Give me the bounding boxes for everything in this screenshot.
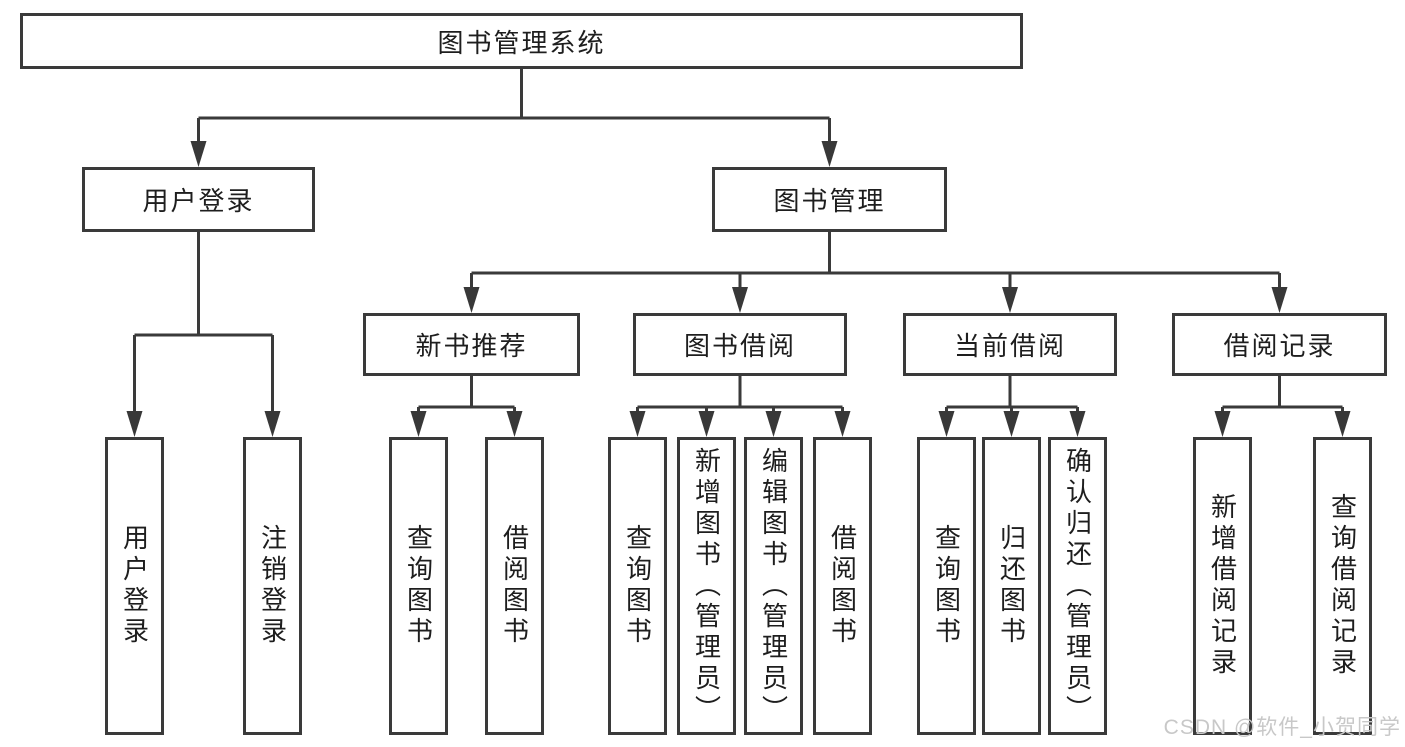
leaf-confirm-return-admin-label: 确认归还（管理员）	[1062, 446, 1093, 726]
node-current-borrow: 当前借阅	[903, 313, 1117, 376]
leaf-borrow-books-2: 借阅图书	[813, 437, 872, 735]
node-user-login-label: 用户登录	[142, 186, 255, 216]
connector-current-borrow-to-leaves	[938, 376, 1086, 437]
leaf-query-books-1-label: 查询图书	[403, 524, 434, 648]
node-book-borrow: 图书借阅	[633, 313, 847, 376]
node-borrow-records-label: 借阅记录	[1223, 331, 1336, 361]
leaf-edit-book-admin-label: 编辑图书（管理员）	[758, 446, 789, 726]
node-book-management: 图书管理	[712, 167, 947, 232]
leaf-return-book: 归还图书	[982, 437, 1041, 735]
connector-book-borrow-to-leaves	[629, 376, 851, 437]
node-borrow-records: 借阅记录	[1172, 313, 1387, 376]
leaf-add-borrow-record-label: 新增借阅记录	[1207, 493, 1238, 679]
node-book-borrow-label: 图书借阅	[683, 331, 796, 361]
leaf-return-book-label: 归还图书	[996, 524, 1027, 648]
leaf-borrow-books-1: 借阅图书	[485, 437, 544, 735]
leaf-edit-book-admin: 编辑图书（管理员）	[744, 437, 803, 735]
leaf-logout: 注销登录	[243, 437, 302, 735]
connector-root-to-level2	[190, 69, 838, 167]
node-root-label: 图书管理系统	[437, 27, 606, 58]
connector-new-book-recommend-to-leaves	[410, 376, 523, 437]
leaf-logout-label: 注销登录	[257, 524, 288, 648]
leaf-add-book-admin: 新增图书（管理员）	[677, 437, 736, 735]
leaf-borrow-books-1-label: 借阅图书	[499, 524, 530, 648]
connector-book-management-to-level3	[463, 232, 1288, 313]
leaf-query-books-1: 查询图书	[389, 437, 448, 735]
node-current-borrow-label: 当前借阅	[953, 331, 1066, 361]
csdn-watermark: CSDN @软件_小贺同学	[1163, 716, 1401, 739]
leaf-query-books-3-label: 查询图书	[931, 524, 962, 648]
connector-user-login-to-leaves	[126, 232, 281, 437]
connector-borrow-records-to-leaves	[1214, 376, 1351, 437]
node-root: 图书管理系统	[20, 13, 1023, 69]
leaf-add-borrow-record: 新增借阅记录	[1193, 437, 1252, 735]
node-user-login: 用户登录	[82, 167, 315, 232]
leaf-borrow-books-2-label: 借阅图书	[827, 524, 858, 648]
node-new-book-recommend: 新书推荐	[363, 313, 580, 376]
leaf-user-login: 用户登录	[105, 437, 164, 735]
leaf-query-books-2-label: 查询图书	[622, 524, 653, 648]
leaf-query-borrow-record-label: 查询借阅记录	[1327, 493, 1358, 679]
leaf-user-login-label: 用户登录	[119, 524, 150, 648]
leaf-add-book-admin-label: 新增图书（管理员）	[691, 446, 722, 726]
node-new-book-recommend-label: 新书推荐	[415, 331, 528, 361]
leaf-query-books-2: 查询图书	[608, 437, 667, 735]
leaf-confirm-return-admin: 确认归还（管理员）	[1048, 437, 1107, 735]
leaf-query-borrow-record: 查询借阅记录	[1313, 437, 1372, 735]
node-book-management-label: 图书管理	[773, 186, 886, 216]
leaf-query-books-3: 查询图书	[917, 437, 976, 735]
